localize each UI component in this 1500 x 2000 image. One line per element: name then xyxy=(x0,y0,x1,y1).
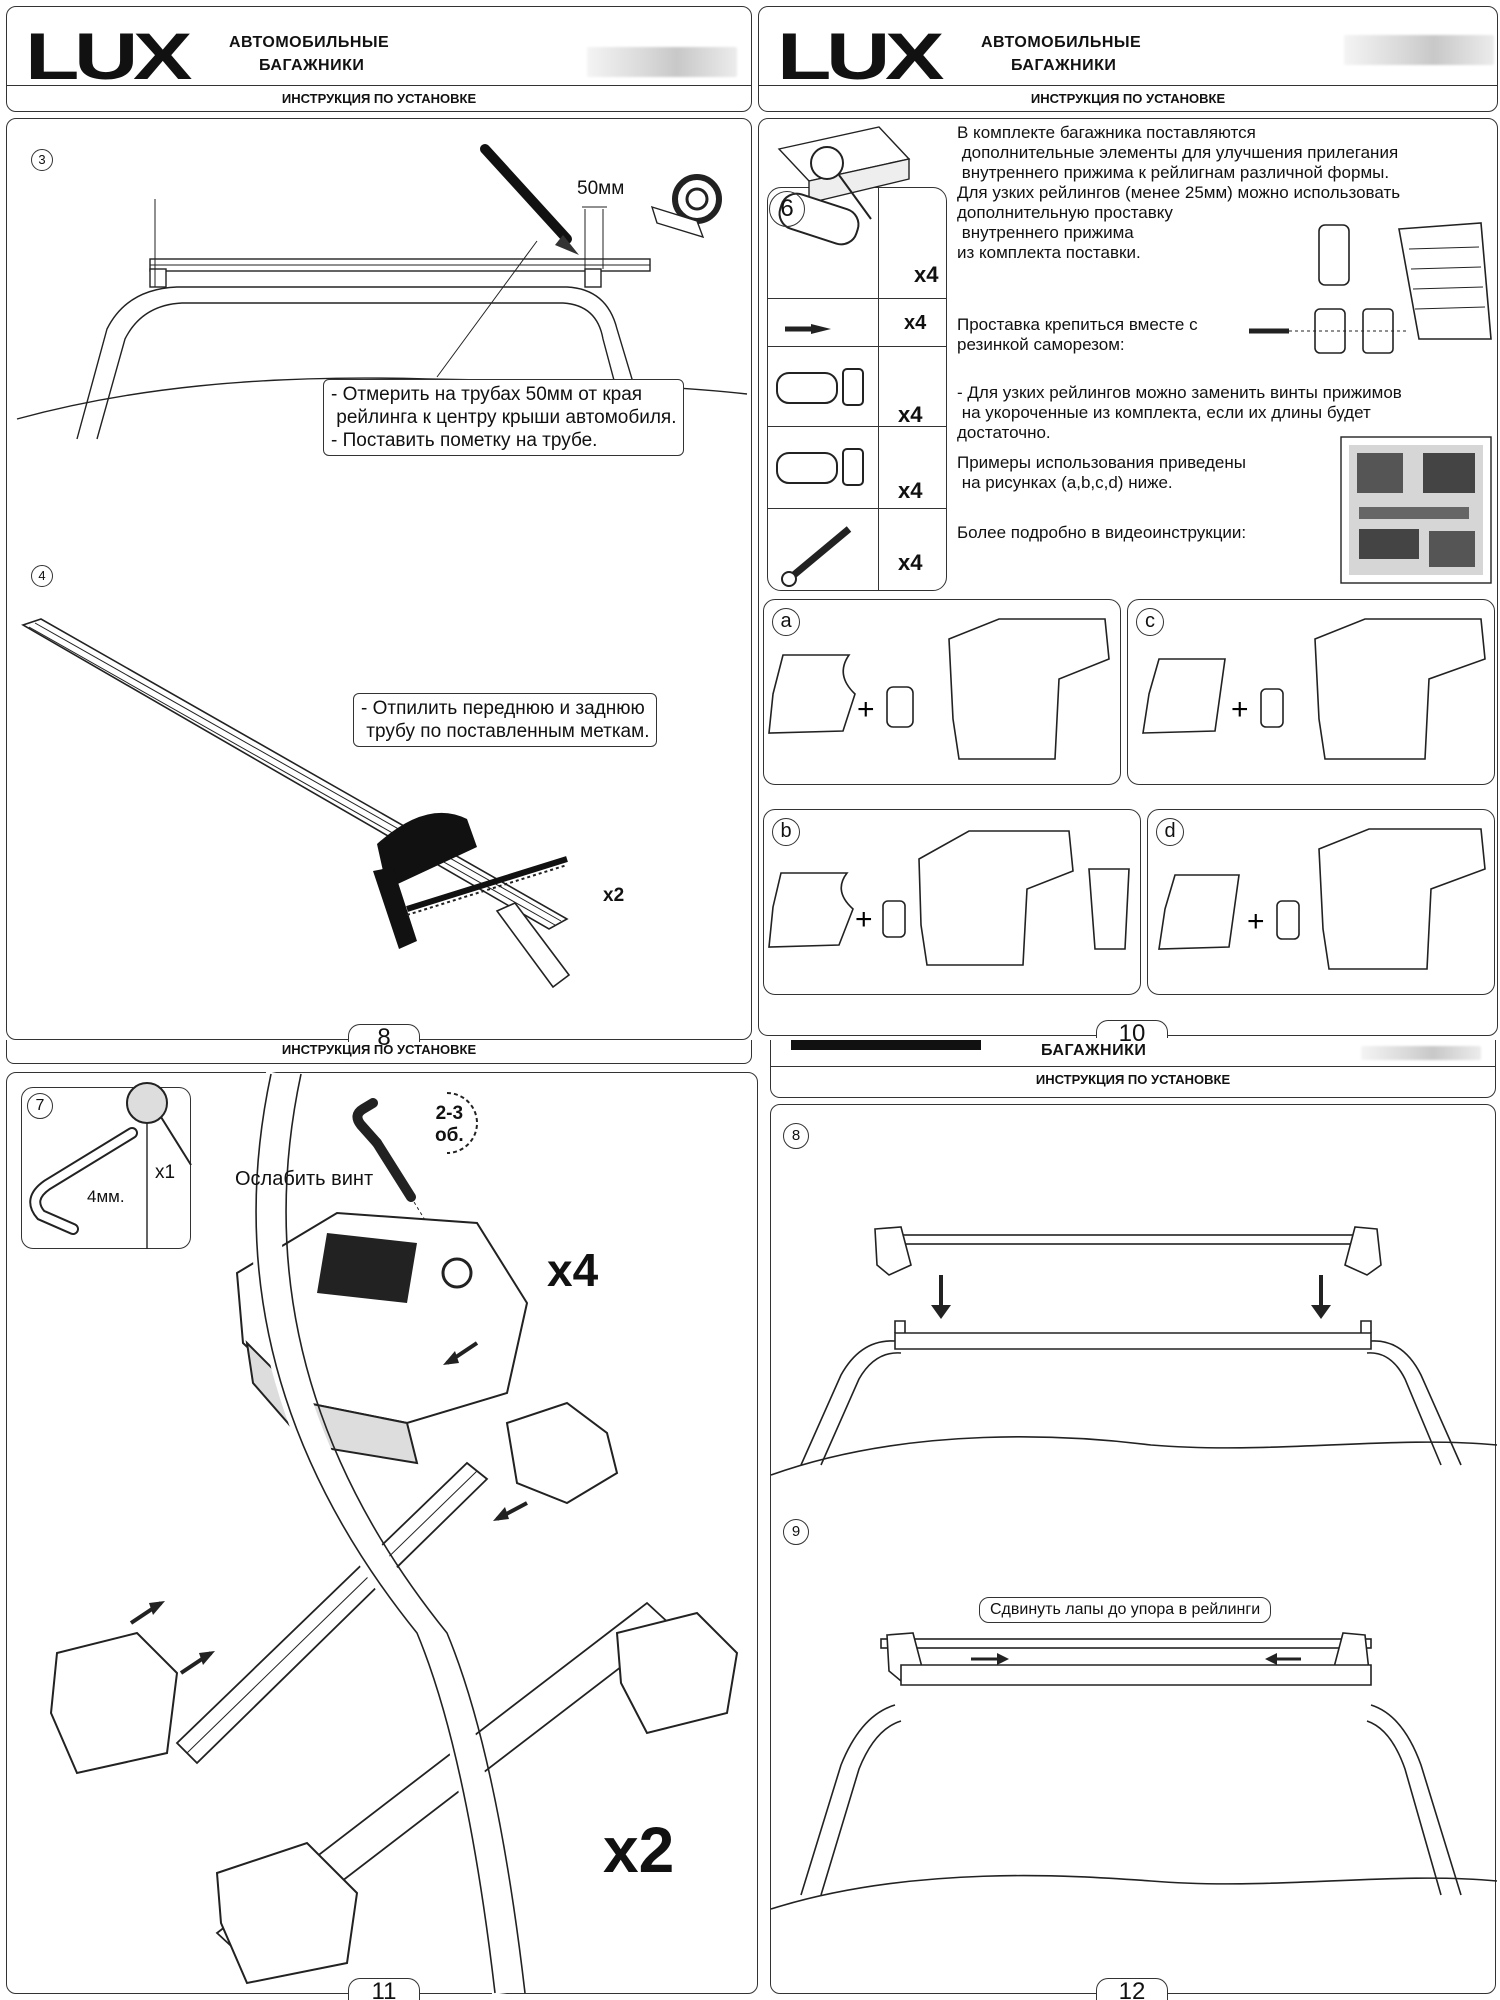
page-subtitle: ИНСТРУКЦИЯ ПО УСТАНОВКЕ xyxy=(1035,1072,1231,1087)
variant-label-a: a xyxy=(772,608,800,636)
variant-d-drawing: + xyxy=(1158,828,1486,970)
tool-count: x1 xyxy=(155,1162,176,1183)
variant-c-drawing: + xyxy=(1142,618,1486,760)
page-subtitle: ИНСТРУКЦИЯ ПО УСТАНОВКЕ xyxy=(281,91,477,106)
part-count-3: x4 xyxy=(898,402,923,427)
page-subtitle: ИНСТРУКЦИЯ ПО УСТАНОВКЕ xyxy=(281,1042,477,1057)
step4-saw-illustration xyxy=(21,618,571,989)
parts-table: x4 x4 x4 x4 x4 xyxy=(767,187,947,591)
brand-line2: БАГАЖНИКИ xyxy=(1011,57,1117,74)
brand-line2: БАГАЖНИКИ xyxy=(1041,1042,1147,1059)
svg-text:+: + xyxy=(1247,905,1265,938)
brand-line2: БАГАЖНИКИ xyxy=(259,57,365,74)
text-spacer: Проставка крепиться вместе с резинкой са… xyxy=(957,315,1198,354)
variant-b-drawing: + xyxy=(768,830,1130,966)
part-count-2: x4 xyxy=(904,312,927,334)
brand-logo-fragment xyxy=(791,1040,981,1050)
variant-label-b: b xyxy=(772,818,800,846)
header-divider xyxy=(759,85,1497,86)
step-7-number: 7 xyxy=(27,1093,53,1119)
page-number-11: 11 xyxy=(348,1978,420,2000)
part-count-5: x4 xyxy=(898,550,923,575)
step3-note: - Отмерить на трубах 50мм от края рейлин… xyxy=(323,379,685,456)
text-intro: В комплекте багажника поставляются допол… xyxy=(957,123,1401,262)
page10-header: LUX АВТОМОБИЛЬНЫЕ БАГАЖНИКИ ИНСТРУКЦИЯ П… xyxy=(758,6,1498,112)
part-count-4: x4 xyxy=(898,478,923,503)
parts-illustrations xyxy=(776,126,1492,587)
page11-header-fragment: ИНСТРУКЦИЯ ПО УСТАНОВКЕ xyxy=(6,1040,752,1064)
step8-9-illustrations xyxy=(770,1226,1498,1910)
page-subtitle: ИНСТРУКЦИЯ ПО УСТАНОВКЕ xyxy=(1030,91,1226,106)
step9-note: Сдвинуть лапы до упора в рейлинги xyxy=(979,1597,1272,1623)
step3-roof-illustration xyxy=(16,144,748,440)
page-number-12: 12 xyxy=(1096,1978,1168,2000)
text-screws: - Для узких рейлингов можно заменить вин… xyxy=(957,383,1402,442)
variant-a-drawing: + xyxy=(768,618,1110,760)
turns-label: 2-3 об. xyxy=(435,1103,464,1146)
page12-body: 8 9 Сдвинуть лапы до упора в рейлинги xyxy=(770,1104,1498,1994)
page12-header-fragment: БАГАЖНИКИ ИНСТРУКЦИЯ ПО УСТАНОВКЕ xyxy=(770,1040,1496,1098)
text-examples: Примеры использования приведены на рисун… xyxy=(957,453,1246,492)
feet-count: x4 xyxy=(547,1244,599,1296)
svg-text:+: + xyxy=(1231,693,1249,726)
page8-header: LUX АВТОМОБИЛЬНЫЕ БАГАЖНИКИ ИНСТРУКЦИЯ П… xyxy=(6,6,752,112)
blurred-contact xyxy=(1361,1046,1481,1060)
text-video: Более подробно в видеоинструкции: xyxy=(957,523,1247,542)
brand-logo: LUX xyxy=(777,19,944,93)
step-9-number: 9 xyxy=(783,1519,809,1545)
page11-body: 7 4мм. x1 2-3 об. Ослабить винт x4 xyxy=(6,1070,758,1995)
variant-illustrations: + + + + xyxy=(768,618,1486,970)
page8-body: 3 50мм - Отмерить на трубах 50мм от края… xyxy=(6,118,752,1040)
tool-size: 4мм. xyxy=(87,1187,125,1206)
header-divider xyxy=(771,1066,1495,1067)
page-number-10: 10 xyxy=(1096,1020,1168,1047)
step4-count: x2 xyxy=(603,885,625,906)
step7-illustration xyxy=(29,1070,739,1995)
dim-50mm: 50мм xyxy=(577,178,625,199)
blurred-contact xyxy=(1344,35,1494,65)
step-3-number: 3 xyxy=(31,149,53,171)
variant-label-c: c xyxy=(1136,608,1164,636)
page-number-8: 8 xyxy=(348,1024,420,1051)
loosen-screw-label: Ослабить винт xyxy=(235,1168,374,1190)
svg-text:+: + xyxy=(855,903,873,936)
step-8-number: 8 xyxy=(783,1123,809,1149)
page10-body: x4 x4 x4 x4 x4 xyxy=(758,118,1498,1036)
svg-text:+: + xyxy=(857,693,875,726)
sets-count: x2 xyxy=(603,1814,675,1886)
brand-line1: АВТОМОБИЛЬНЫЕ xyxy=(981,34,1142,51)
variant-label-d: d xyxy=(1156,818,1184,846)
step-4-number: 4 xyxy=(31,565,53,587)
step-6-number: 6 xyxy=(769,191,805,227)
brand-line1: АВТОМОБИЛЬНЫЕ xyxy=(229,34,390,51)
blurred-contact xyxy=(587,47,737,77)
tool-box xyxy=(21,1087,191,1249)
brand-logo: LUX xyxy=(25,19,192,93)
part-count-1: x4 xyxy=(914,262,939,287)
step4-note: - Отпилить переднюю и заднюю трубу по по… xyxy=(353,693,658,747)
header-divider xyxy=(7,85,751,86)
